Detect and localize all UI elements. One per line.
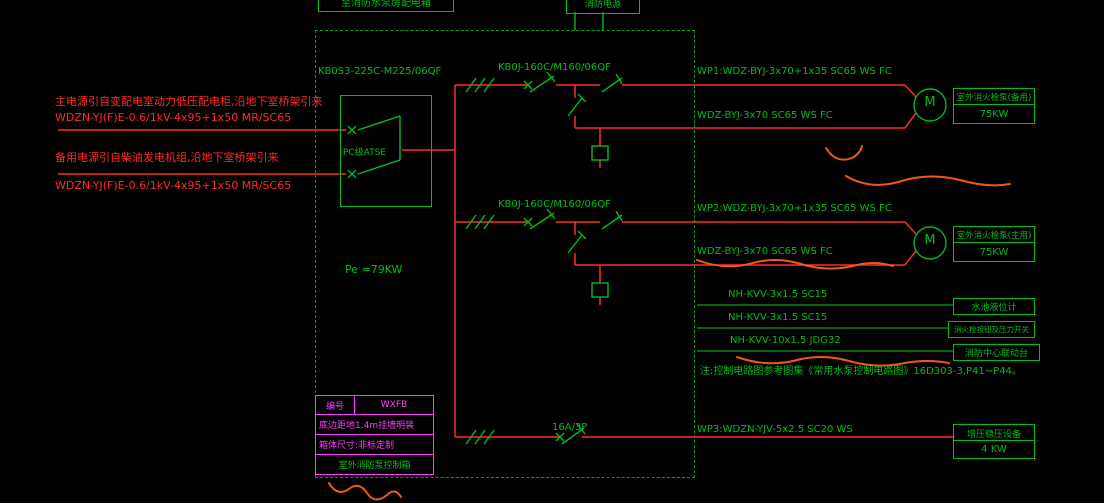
wp1-cable1-label: WP1:WDZ-BYJ-3x70+1x35 SC65 WS FC <box>697 66 892 77</box>
control1-target: 水池液位计 <box>971 303 1017 313</box>
wp2-cable2-label: WDZ-BYJ-3x70 SC65 WS FC <box>697 246 833 257</box>
wp1-load-name: 室外消火栓泵(备用) <box>956 93 1032 103</box>
schedule-size-row: 箱体尺寸:非标定制 <box>316 435 433 455</box>
markup-scribbles <box>328 145 1011 501</box>
control-lines <box>697 304 953 352</box>
control2-target-box: 消火栓按钮及压力开关 <box>948 321 1035 338</box>
wp2-cable1-label: WP2:WDZ-BYJ-3x70+1x35 SC65 WS FC <box>697 203 892 214</box>
backup-cable-spec: WDZN-YJ(F)E-0.6/1kV-4x95+1x50 MR/SC65 <box>55 179 292 192</box>
wp3-load-name: 增压稳压设备 <box>966 429 1021 440</box>
contactor-icon-wp2 <box>567 210 623 298</box>
top-left-label-box: 至消防水泵房配电箱 <box>318 0 454 12</box>
schedule-mounting-row: 底边距地1.4m挂墙明装 <box>316 415 433 435</box>
backup-source-note: 备用电源引自柴油发电机组,沿地下室桥架引来 <box>55 151 279 164</box>
ats-model-label: KB0S3-225C-M225/06QF <box>318 66 442 77</box>
schedule-row-number: 编号 WXFB <box>316 396 433 415</box>
motor-icon-wp1 <box>913 88 947 122</box>
main-cable-spec: WDZN-YJ(F)E-0.6/1kV-4x95+1x50 MR/SC65 <box>55 111 292 124</box>
wp2-breaker-label: KB0J-160C/M160/06QF <box>498 199 611 210</box>
phase-slash-icon <box>465 77 495 445</box>
wp2-power-value: 75KW <box>979 246 1009 258</box>
power-lines <box>58 84 953 438</box>
breaker-icon-wp1 <box>523 71 556 93</box>
wp2-motor-letter: M <box>924 233 936 248</box>
wp1-breaker-label: KB0J-160C/M160/06QF <box>498 62 611 73</box>
control1-target-box: 水池液位计 <box>953 298 1035 315</box>
wp3-breaker-label: 16A/3P <box>552 422 588 433</box>
wp2-power-box: 75KW <box>953 242 1035 262</box>
ats-switch-icon <box>347 115 401 179</box>
motor-icon-wp2 <box>913 226 947 260</box>
main-source-note: 主电源引自变配电室动力低压配电柜,沿地下室桥架引来 <box>55 95 323 108</box>
wp1-power-value: 75KW <box>979 108 1009 120</box>
wp3-power-value: 4 KW <box>981 444 1007 455</box>
control3-target: 消防中心联动台 <box>964 349 1028 359</box>
wp1-power-box: 75KW <box>953 104 1035 124</box>
panel-schedule-table: 编号 WXFB 底边距地1.4m挂墙明装 箱体尺寸:非标定制 室外消防泵控制箱 <box>315 395 434 475</box>
schedule-panel-name-row: 室外消防泵控制箱 <box>338 461 411 471</box>
wp1-motor-letter: M <box>924 95 936 110</box>
wp3-power-box: 4 KW <box>953 440 1035 459</box>
wp1-cable2-label: WDZ-BYJ-3x70 SC65 WS FC <box>697 110 833 121</box>
control2-cable-label: NH-KVV-3x1.5 SC15 <box>728 312 828 323</box>
reference-note: 注:控制电路图参考图集《常用水泵控制电路图》16D303-3,P41~P44。 <box>700 366 1022 377</box>
control3-cable-label: NH-KVV-10x1.5 JDG32 <box>730 335 841 346</box>
schedule-number-label: 编号 <box>316 396 355 414</box>
symbol-lines <box>347 12 947 445</box>
installed-power-label: Pe =79KW <box>345 263 403 276</box>
top-right-label: 消防电源 <box>584 0 621 10</box>
control2-target: 消火栓按钮及压力开关 <box>954 325 1029 334</box>
ats-type-label: PC级ATSE <box>343 148 387 158</box>
ats-box <box>340 95 432 207</box>
breaker-icon-wp2 <box>523 208 556 230</box>
control3-target-box: 消防中心联动台 <box>953 344 1040 361</box>
contactor-icon-wp1 <box>567 73 623 161</box>
top-connector-lines <box>574 12 604 30</box>
schedule-number-value: WXFB <box>380 400 408 410</box>
wp2-load-name: 室外消火栓泵(主用) <box>956 231 1032 241</box>
breaker-icon-wp3 <box>555 423 586 445</box>
wp1-load-box: 室外消火栓泵(备用) <box>953 88 1035 106</box>
panel-dashed-border <box>315 30 695 478</box>
top-left-label: 至消防水泵房配电箱 <box>341 0 431 9</box>
control1-cable-label: NH-KVV-3x1.5 SC15 <box>728 289 828 300</box>
wp3-cable-label: WP3:WDZN-YJV-5x2.5 SC20 WS <box>697 424 853 435</box>
